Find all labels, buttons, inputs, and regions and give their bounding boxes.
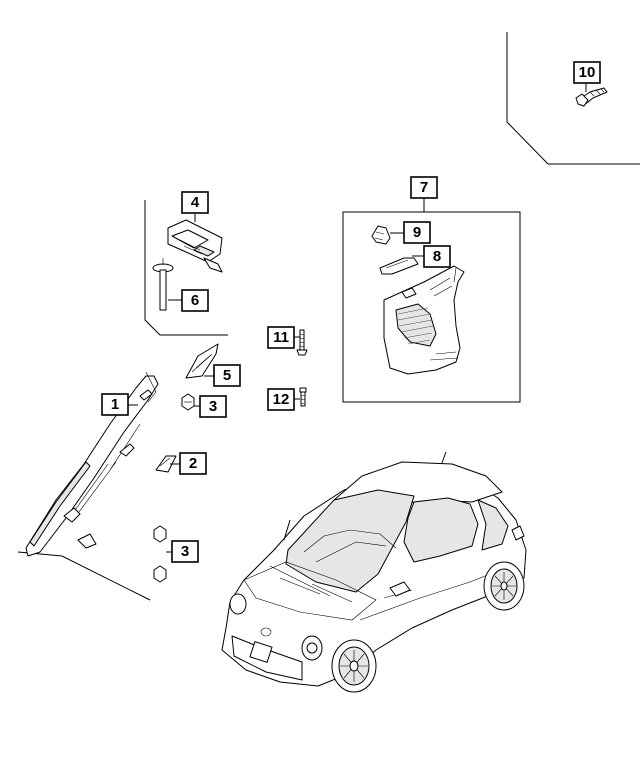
callout-7: 7 — [410, 176, 438, 199]
item-11-group: 11 — [267, 326, 308, 356]
car-illustration — [221, 451, 527, 693]
rear-wheel — [483, 561, 525, 611]
clip-9-part — [371, 225, 391, 245]
item-12-group: 12 — [267, 387, 307, 411]
callout-3-upper-label: 3 — [209, 398, 217, 415]
pin-6-part — [152, 258, 174, 311]
callout-10-label: 10 — [579, 64, 596, 81]
item-7-group: 7 9 8 — [342, 176, 521, 403]
b-pillar-trim-part — [383, 265, 465, 375]
callout-8: 8 — [423, 245, 451, 268]
bracket-8-part — [379, 257, 419, 275]
callout-11-label: 11 — [273, 329, 289, 346]
bolt-10-part — [575, 87, 608, 107]
clip-4-part — [167, 219, 223, 273]
callout-3-lower-label: 3 — [181, 543, 189, 560]
clip-3-lower-part — [153, 525, 167, 583]
callout-3-upper: 3 — [199, 395, 227, 418]
callout-12: 12 — [267, 388, 295, 411]
a-pillar-trim-part — [25, 371, 159, 557]
callout-10: 10 — [573, 61, 601, 84]
callout-4: 4 — [181, 191, 209, 214]
callout-3-lower: 3 — [171, 540, 199, 563]
screw-12-part — [299, 387, 307, 407]
front-wheel — [331, 639, 377, 693]
clip-2-part — [155, 455, 177, 473]
callout-1-label: 1 — [111, 396, 119, 413]
item-1-group: 1 5 3 2 — [17, 343, 241, 601]
callout-6-label: 6 — [191, 292, 199, 309]
callout-11: 11 — [267, 326, 295, 349]
item-1-bracket — [17, 551, 151, 601]
callout-12-label: 12 — [273, 391, 290, 408]
item-10-group: 10 — [506, 32, 640, 165]
callout-2-label: 2 — [189, 455, 197, 472]
retainer-5-part — [185, 343, 219, 379]
item-4-6-bracket — [144, 200, 228, 336]
callout-5-label: 5 — [223, 367, 231, 384]
callout-7-label: 7 — [420, 179, 428, 196]
item-7-frame — [342, 211, 521, 403]
callout-4-label: 4 — [191, 194, 200, 211]
callout-9-label: 9 — [413, 224, 421, 241]
callout-6: 6 — [181, 289, 209, 312]
clip-3-upper-part — [181, 393, 195, 411]
screw-11-part — [296, 329, 308, 356]
callout-9: 9 — [403, 221, 431, 244]
callout-2: 2 — [179, 452, 207, 475]
callout-5: 5 — [213, 364, 241, 387]
callout-1: 1 — [101, 393, 129, 416]
item-10-bracket — [506, 32, 640, 165]
callout-8-label: 8 — [433, 248, 441, 265]
item-4-6-group: 4 6 — [144, 191, 228, 336]
